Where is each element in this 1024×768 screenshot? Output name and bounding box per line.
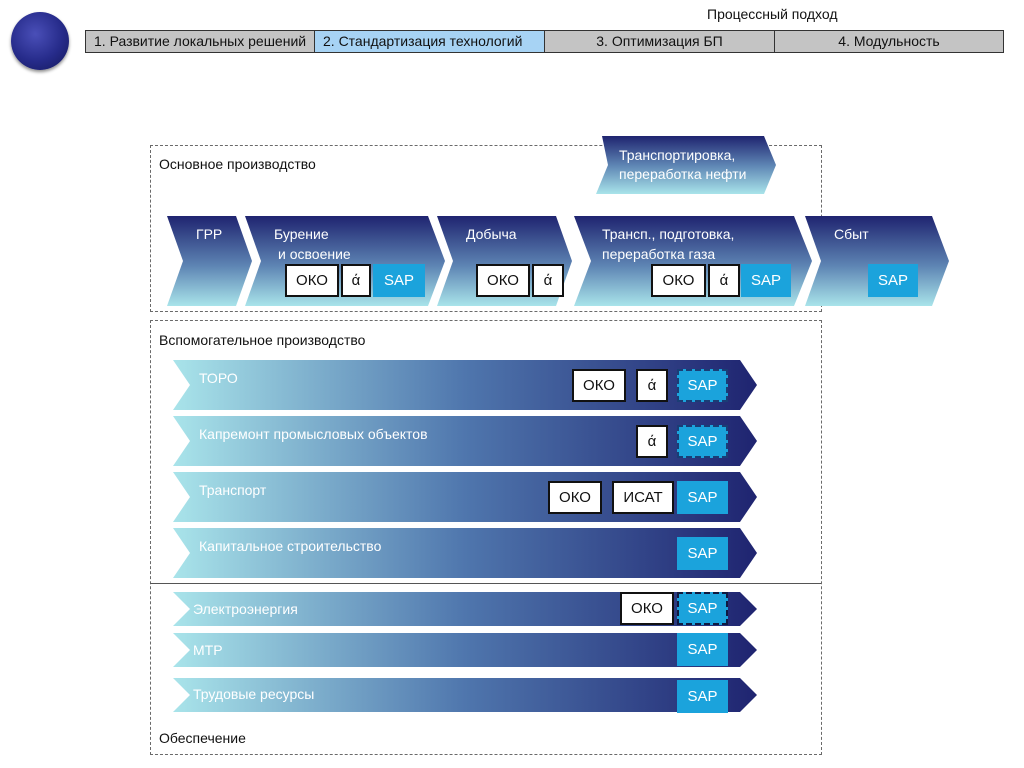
row-labor <box>173 678 757 712</box>
tag-sap-gas: SAP <box>741 264 791 297</box>
grr-label: ГРР <box>196 226 223 242</box>
labor-label: Трудовые ресурсы <box>193 686 315 702</box>
tag-sap-sales: SAP <box>868 264 918 297</box>
tag-sap-electricity: SAP <box>677 592 728 625</box>
stage-2-tech-standardization[interactable]: 2. Стандартизация технологий <box>314 30 545 53</box>
process-approach-label: Процессный подход <box>707 6 838 22</box>
logo-circle <box>11 12 69 70</box>
tag-alpha-drilling: ά <box>341 264 371 297</box>
tag-alpha-capital-repair: ά <box>636 425 668 458</box>
mtr-label: МТР <box>193 642 223 658</box>
sales-label: Сбыт <box>834 226 869 242</box>
tag-sap-toro: SAP <box>677 369 728 402</box>
tag-alpha-toro: ά <box>636 369 668 402</box>
stage-4-modularity[interactable]: 4. Модульность <box>774 30 1004 53</box>
extraction-label: Добыча <box>466 226 517 242</box>
drilling-label-2: и освоение <box>278 246 351 262</box>
tag-alpha-gas: ά <box>708 264 740 297</box>
tag-sap-capital-repair: SAP <box>677 425 728 458</box>
support-separator <box>150 583 821 584</box>
capital-construction-label: Капитальное строительство <box>199 538 382 554</box>
tag-oko-gas: ОКО <box>651 264 706 297</box>
row-capital-repair <box>173 416 757 466</box>
oil-transport-label-1: Транспортировка, <box>619 147 736 163</box>
capital-repair-label: Капремонт промысловых объектов <box>199 426 428 442</box>
tag-sap-transport: SAP <box>677 481 728 514</box>
row-mtr <box>173 633 757 667</box>
tag-sap-drilling: SAP <box>373 264 425 297</box>
tag-oko-extraction: ОКО <box>476 264 530 297</box>
row-electricity <box>173 592 757 626</box>
tag-oko-electricity: ОКО <box>620 592 674 625</box>
row-toro <box>173 360 757 410</box>
tag-oko-toro: ОКО <box>572 369 626 402</box>
stage-1-local-solutions[interactable]: 1. Развитие локальных решений <box>85 30 315 53</box>
tag-isat-transport: ИСАТ <box>612 481 674 514</box>
tag-sap-capital-construction: SAP <box>677 537 728 570</box>
gas-processing-label-2: переработка газа <box>602 246 716 262</box>
electricity-label: Электроэнергия <box>193 601 298 617</box>
aux-production-box <box>150 320 822 755</box>
tag-sap-mtr: SAP <box>677 633 728 666</box>
toro-label: ТОРО <box>199 370 238 386</box>
row-transport <box>173 472 757 522</box>
tag-sap-labor: SAP <box>677 680 728 713</box>
main-production-title: Основное производство <box>159 156 316 172</box>
arrow-grr <box>167 216 252 306</box>
oil-transport-label-2: переработка нефти <box>619 166 747 182</box>
stage-3-bp-optimization[interactable]: 3. Оптимизация БП <box>544 30 775 53</box>
drilling-label-1: Бурение <box>274 226 329 242</box>
top-arrow-oil-transport <box>596 136 776 194</box>
support-title: Обеспечение <box>159 730 246 746</box>
tag-alpha-extraction: ά <box>532 264 564 297</box>
transport-label: Транспорт <box>199 482 267 498</box>
gas-processing-label-1: Трансп., подготовка, <box>602 226 735 242</box>
aux-production-title: Вспомогательное производство <box>159 332 366 348</box>
tag-oko-transport: ОКО <box>548 481 602 514</box>
row-capital-construction <box>173 528 757 578</box>
tag-oko-drilling: ОКО <box>285 264 339 297</box>
